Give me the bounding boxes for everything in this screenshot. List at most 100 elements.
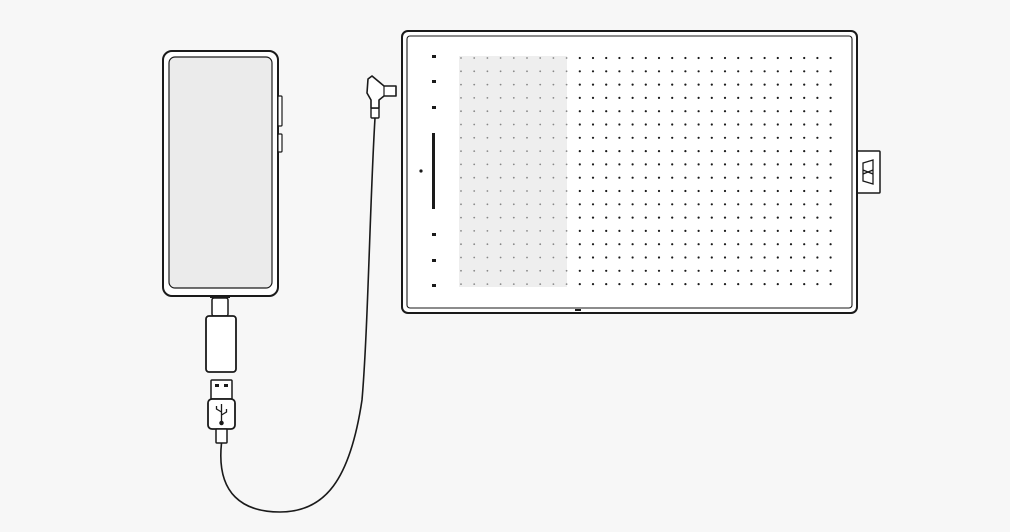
grid-dot xyxy=(684,229,687,232)
grid-dot xyxy=(657,136,661,139)
grid-dot xyxy=(803,189,806,193)
grid-dot xyxy=(816,56,819,60)
grid-dot xyxy=(763,256,766,259)
grid-dot xyxy=(526,110,528,113)
grid-dot xyxy=(591,269,595,272)
grid-dot xyxy=(591,150,595,153)
grid-dot xyxy=(803,123,806,126)
grid-dot xyxy=(605,70,608,73)
grid-dot xyxy=(512,123,515,126)
grid-dot xyxy=(591,216,595,219)
grid-dot xyxy=(710,256,713,259)
grid-dot xyxy=(763,203,766,206)
grid-dot xyxy=(750,176,753,179)
grid-dot xyxy=(723,123,727,126)
brand-logo-icon xyxy=(862,159,874,185)
grid-dot xyxy=(605,256,608,259)
usb-a-plug xyxy=(207,379,236,444)
grid-dot xyxy=(710,70,713,73)
grid-dot xyxy=(763,269,766,272)
grid-dot xyxy=(763,283,766,286)
grid-dot xyxy=(789,136,793,139)
grid-dot xyxy=(776,243,779,246)
grid-dot xyxy=(512,230,515,232)
grid-dot xyxy=(605,56,608,60)
grid-dot xyxy=(671,83,674,86)
grid-dot xyxy=(578,176,581,179)
grid-dot xyxy=(684,203,687,206)
grid-dot xyxy=(486,216,489,219)
grid-dot xyxy=(552,70,555,73)
grid-dot xyxy=(486,243,489,246)
grid-dot xyxy=(578,136,581,139)
grid-dot xyxy=(539,283,542,285)
grid-dot xyxy=(829,176,832,179)
grid-dot xyxy=(631,203,634,206)
grid-dot xyxy=(539,123,542,126)
grid-dot xyxy=(710,216,713,219)
grid-dot xyxy=(631,256,634,259)
grid-dot xyxy=(816,96,819,99)
grid-dot xyxy=(486,57,489,59)
grid-dot xyxy=(750,203,753,206)
grid-dot xyxy=(591,229,595,232)
grid-dot xyxy=(671,269,674,272)
grid-dot xyxy=(499,269,502,272)
grid-dot xyxy=(512,243,515,246)
grid-dot xyxy=(460,230,462,232)
grid-dot xyxy=(552,123,555,126)
grid-dot xyxy=(803,176,806,179)
grid-dot xyxy=(618,243,621,246)
grid-dot xyxy=(565,243,568,246)
grid-dot xyxy=(657,176,661,179)
grid-dot xyxy=(460,83,462,86)
grid-dot xyxy=(618,189,621,193)
grid-dot xyxy=(565,97,568,99)
grid-dot xyxy=(552,97,555,99)
grid-dot xyxy=(789,203,793,206)
grid-dot xyxy=(644,150,647,153)
grid-dot xyxy=(763,216,766,219)
grid-dot xyxy=(763,123,766,126)
grid-dot xyxy=(499,256,502,259)
grid-dot xyxy=(684,56,687,60)
grid-dot xyxy=(803,70,806,73)
grid-dot xyxy=(816,110,819,113)
grid-dot xyxy=(657,123,661,126)
grid-dot xyxy=(460,136,462,139)
grid-dot xyxy=(684,110,687,113)
grid-dot xyxy=(552,269,555,272)
grid-dot xyxy=(565,163,568,166)
grid-dot xyxy=(460,150,462,153)
grid-dot xyxy=(473,70,476,73)
grid-dot xyxy=(473,150,476,153)
grid-dot xyxy=(789,256,793,259)
grid-dot xyxy=(605,243,608,246)
grid-dot xyxy=(539,110,542,113)
grid-dot xyxy=(671,283,674,286)
grid-dot xyxy=(473,243,476,246)
grid-dot xyxy=(591,163,595,166)
grid-dot xyxy=(512,216,515,219)
grid-dot xyxy=(591,56,595,60)
grid-dot xyxy=(473,163,476,166)
grid-dot xyxy=(697,150,700,153)
grid-dot xyxy=(591,283,595,286)
grid-dot xyxy=(552,243,555,246)
grid-dot xyxy=(605,189,608,193)
grid-dot xyxy=(578,203,581,206)
grid-dot xyxy=(750,216,753,219)
grid-dot xyxy=(486,97,489,99)
grid-dot xyxy=(631,150,634,153)
grid-dot xyxy=(552,216,555,219)
grid-dot xyxy=(512,163,515,166)
grid-dot xyxy=(684,176,687,179)
grid-dot xyxy=(657,163,661,166)
phone-port xyxy=(210,295,230,298)
grid-dot xyxy=(644,96,647,99)
grid-dot xyxy=(565,70,568,73)
grid-dot xyxy=(697,203,700,206)
grid-dot xyxy=(776,110,779,113)
grid-dot xyxy=(697,163,700,166)
grid-dot xyxy=(486,203,489,206)
